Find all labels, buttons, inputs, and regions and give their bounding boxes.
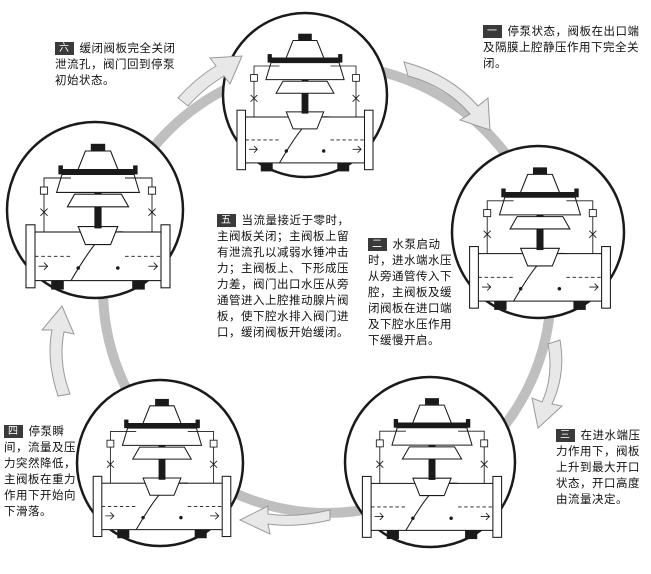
step-3-text: 在进水端压力作用下，阀板上升到最大开口状态，开口高度由流量决定。 bbox=[556, 428, 641, 506]
arrow-2-to-3 bbox=[531, 339, 564, 429]
stage-circle-6 bbox=[5, 120, 185, 300]
step-5-caption: 五当流量接近于零时，主阀板关闭；主阀板上留有泄流孔以减弱水锤冲击力；主阀板上、下… bbox=[217, 212, 357, 340]
arrow-1-to-2 bbox=[403, 61, 491, 131]
stage-circle-1 bbox=[221, 11, 389, 179]
step-6-caption: 六缓闭阀板完全关闭泄流孔，阀门回到停泵初始状态。 bbox=[55, 40, 177, 88]
stage-circle-3 bbox=[343, 375, 517, 549]
arrow-6-to-1 bbox=[177, 55, 243, 107]
step-2-badge: 二 bbox=[368, 238, 387, 251]
step-1-text: 停泵状态，阀板在出口端及隔膜上腔静压作用下完全关闭。 bbox=[483, 24, 640, 70]
arrow-4-to-6 bbox=[40, 305, 75, 397]
stage-circle-4 bbox=[75, 378, 245, 548]
step-4-badge: 四 bbox=[4, 425, 23, 438]
arrow-3-to-4 bbox=[238, 505, 331, 535]
cycle-arrows bbox=[40, 55, 564, 535]
step-6-text: 缓闭阀板完全关闭泄流孔，阀门回到停泵初始状态。 bbox=[55, 41, 176, 87]
step-2-text: 水泵启动时，进水端水压从旁通管传入下腔，主阀板及缓闭阀板在进口端及下腔水压作用下… bbox=[368, 237, 452, 347]
step-3-caption: 三在进水端压力作用下，阀板上升到最大开口状态，开口高度由流量决定。 bbox=[556, 427, 644, 507]
step-1-caption: 一停泵状态，阀板在出口端及隔膜上腔静压作用下完全关闭。 bbox=[483, 23, 641, 71]
step-5-badge: 五 bbox=[217, 214, 236, 227]
step-3-badge: 三 bbox=[556, 429, 575, 442]
step-6-badge: 六 bbox=[55, 42, 74, 55]
step-1-badge: 一 bbox=[483, 25, 502, 38]
stage-circle-2 bbox=[450, 144, 626, 320]
step-5-text: 当流量接近于零时，主阀板关闭；主阀板上留有泄流孔以减弱水锤冲击力；主阀板上、下形… bbox=[217, 213, 350, 339]
step-4-caption: 四停泵瞬间，流量及压力突然降低，主阀板在重力作用下开始向下滑落。 bbox=[4, 423, 78, 519]
step-2-caption: 二水泵启动时，进水端水压从旁通管传入下腔，主阀板及缓闭阀板在进口端及下腔水压作用… bbox=[368, 236, 452, 348]
step-4-text: 停泵瞬间，流量及压力突然降低，主阀板在重力作用下开始向下滑落。 bbox=[4, 424, 76, 518]
